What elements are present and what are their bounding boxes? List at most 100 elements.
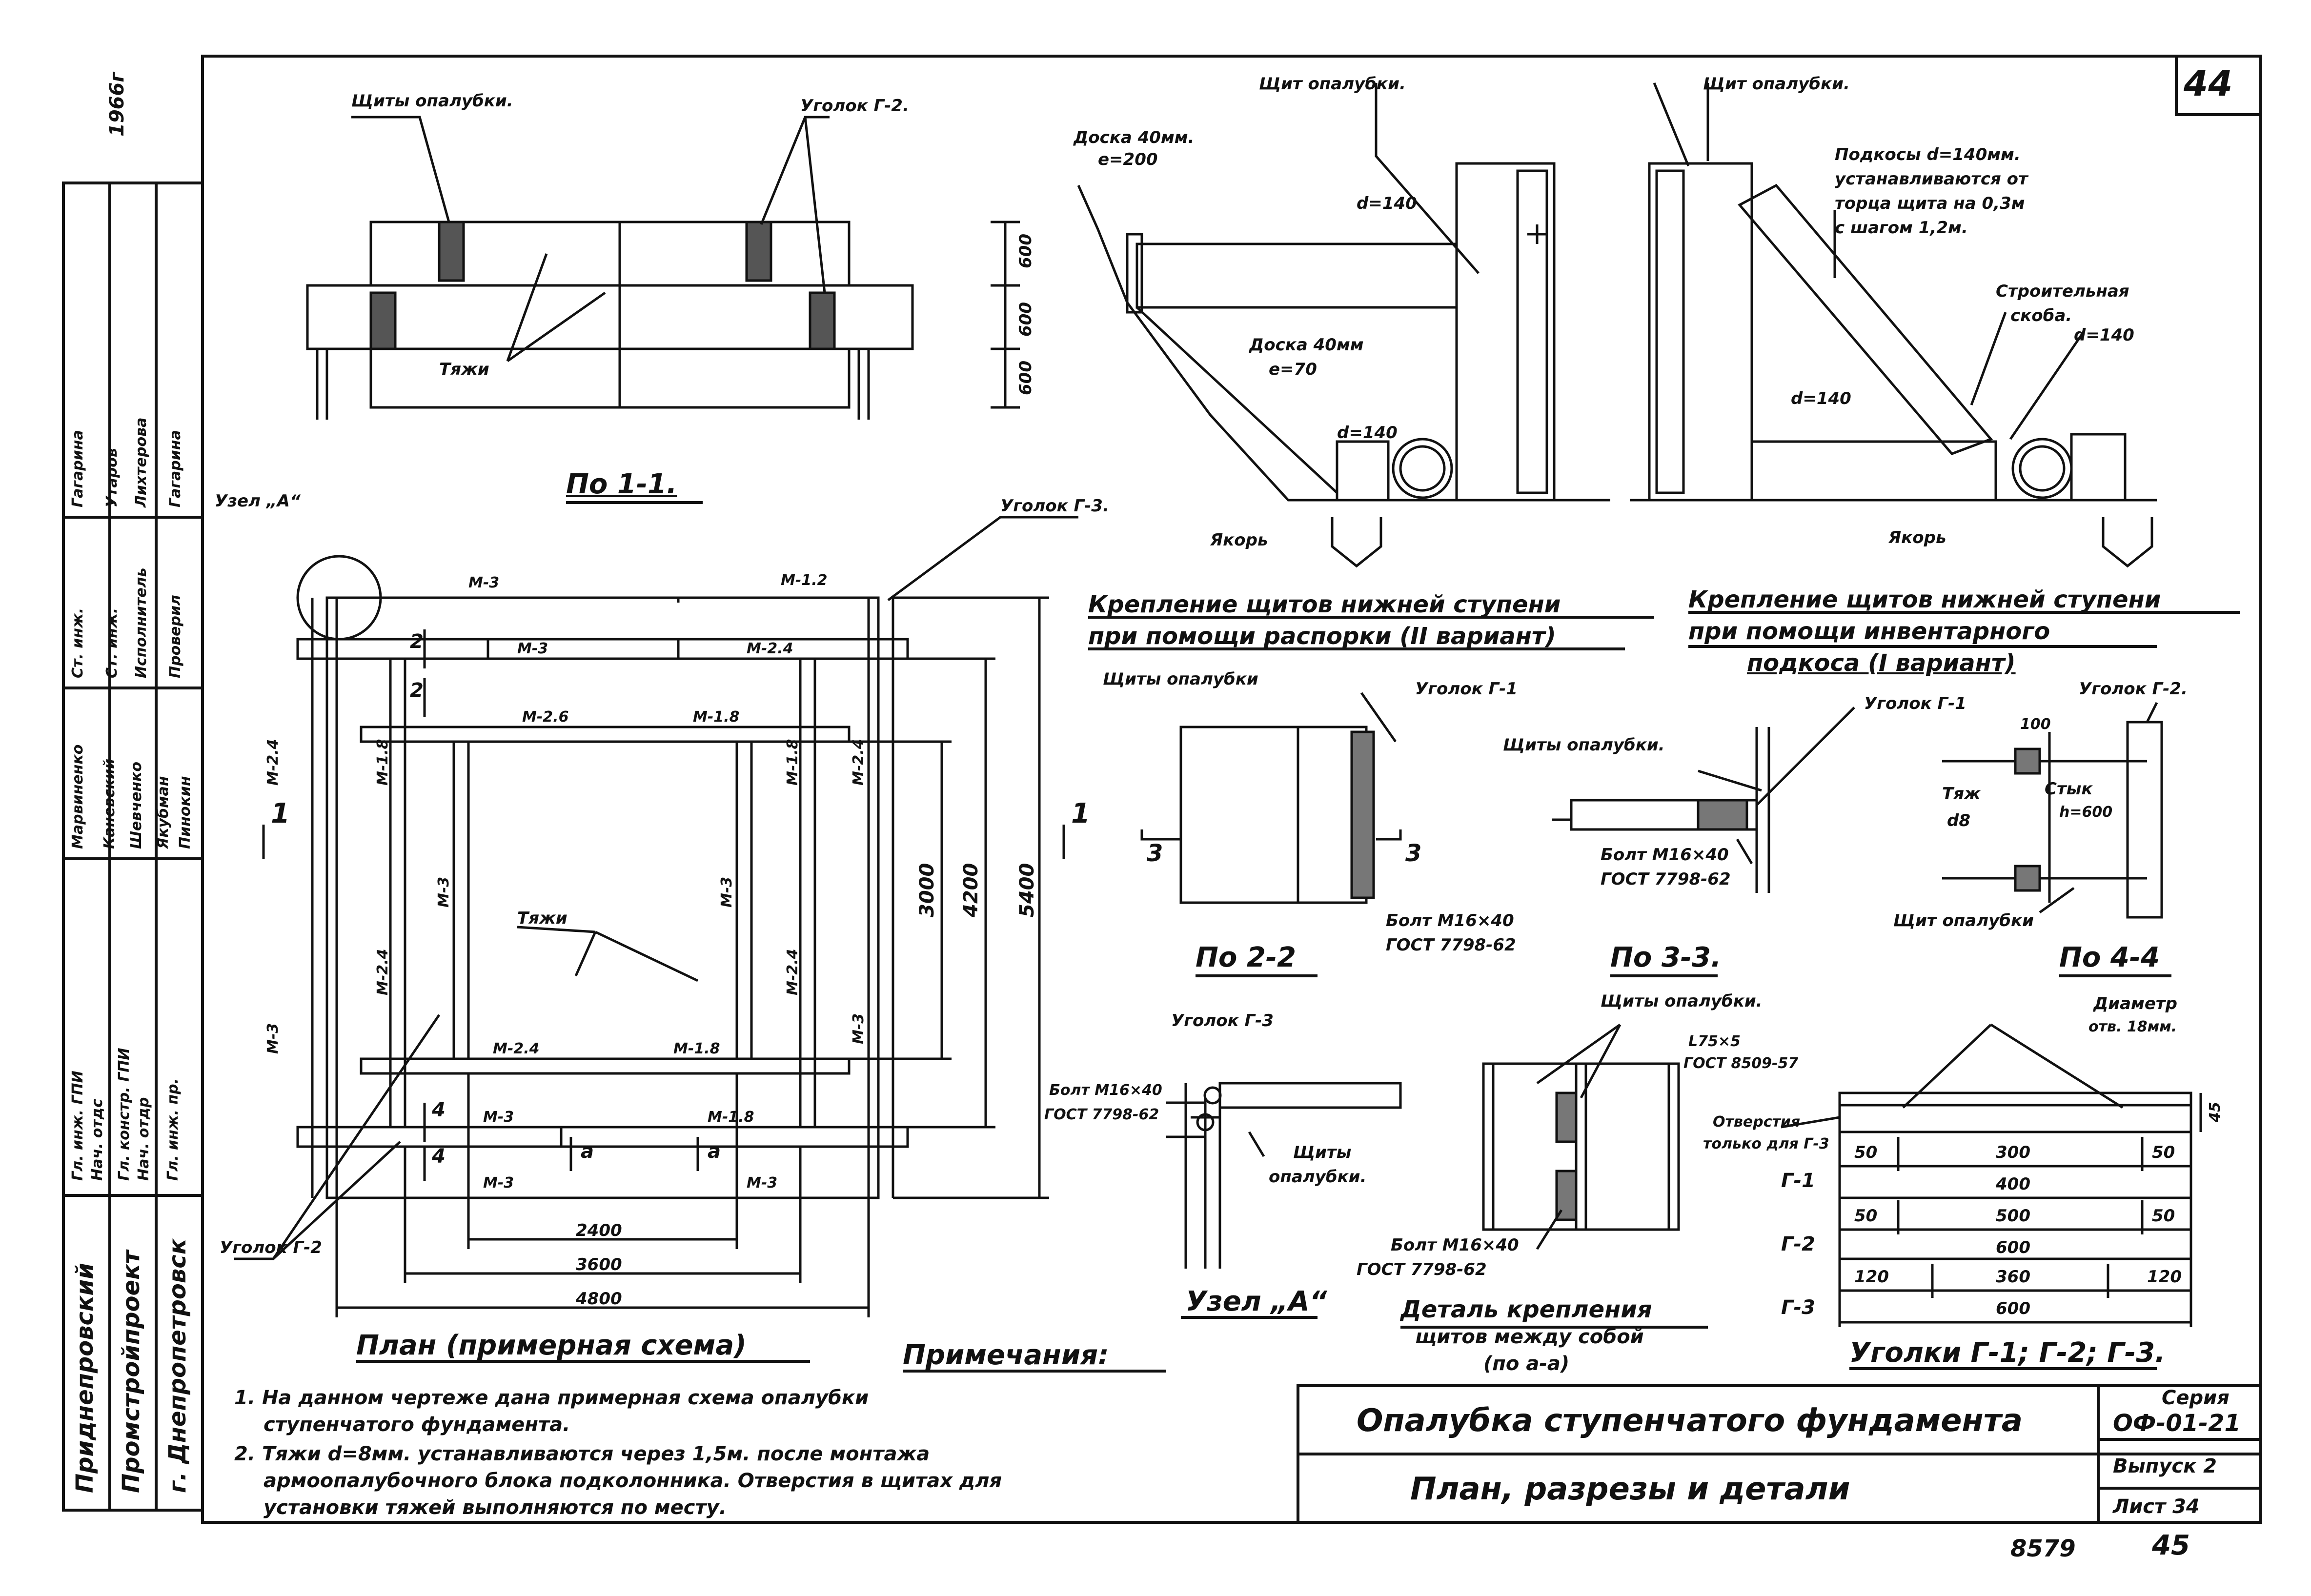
stamp-name: Марвиненко	[69, 744, 86, 849]
brace-shield-label: Щит опалубки.	[1703, 74, 1850, 94]
cut-mark: 4	[432, 1145, 446, 1168]
table-small-dim: 45	[2207, 1102, 2224, 1122]
joint-caption-1: Деталь крепления	[1400, 1296, 1652, 1323]
stamp-org1: Приднепровский	[71, 1263, 99, 1493]
series-label: Серия	[2162, 1387, 2230, 1409]
table-holes2: только для Г-3	[1703, 1135, 1829, 1152]
s44-tie-d: d8	[1947, 811, 1970, 830]
table-holes: Отверстия	[1713, 1113, 1801, 1131]
joint-caption-3: (по а-а)	[1483, 1353, 1570, 1375]
joint-shields: Щиты опалубки.	[1601, 991, 1763, 1011]
stamp-role: Нач. отдр	[135, 1097, 152, 1181]
brace-caption-3: подкоса (I вариант)	[1747, 649, 2016, 677]
table-diameter: Диаметр	[2093, 994, 2177, 1013]
s22-angle: Уголок Г-1	[1415, 679, 1518, 699]
s44-joint: Стык	[2045, 779, 2093, 799]
cut-mark: 4	[432, 1099, 446, 1121]
panel-label: М-2.6	[522, 708, 569, 726]
stamp-name: Гагарина	[69, 430, 86, 507]
plan-node-label: Узел „А“	[215, 491, 301, 511]
table-cell: 120	[1854, 1267, 1889, 1287]
stamp-city: г. Днепропетровск	[164, 1238, 191, 1493]
s44-shield: Щит опалубки	[1893, 911, 2034, 930]
strut-board1b: e=200	[1098, 150, 1158, 169]
date-note: 1966г	[106, 72, 128, 137]
s22-shields: Щиты опалубки	[1103, 669, 1258, 689]
plan-dim-h: 2400	[576, 1221, 622, 1240]
cut-mark: 1	[1071, 798, 1090, 829]
panel-label: М-3	[483, 1174, 514, 1192]
section-4-4	[1942, 703, 2162, 917]
strut-board1: Доска 40мм.	[1074, 128, 1195, 147]
note-line: 2. Тяжи d=8мм. устанавливаются через 1,5…	[234, 1443, 930, 1465]
stamp-name: Якубман	[155, 776, 172, 849]
s33-bolt: Болт М16×40	[1601, 845, 1729, 865]
plan-caption: План (примерная схема)	[356, 1330, 747, 1361]
table-cell: 500	[1996, 1206, 2030, 1226]
bottom-page-number: 45	[2152, 1530, 2190, 1561]
panel-label: М-2.4	[374, 949, 391, 995]
strut-d2: d=140	[1337, 423, 1398, 443]
strut-shield-label: Щит опалубки.	[1259, 74, 1406, 94]
nodea-shields: Щиты	[1293, 1143, 1352, 1162]
s44-angle: Уголок Г-2.	[2079, 679, 2188, 699]
brace-clamp: скоба.	[2010, 306, 2072, 325]
table-cell: 50	[2152, 1206, 2175, 1226]
plan-ties-label: Тяжи	[517, 909, 568, 928]
stamp-name: Гагарина	[167, 430, 184, 507]
stamp-role: Ст. инж.	[103, 607, 121, 678]
stamp-name: Утаров	[103, 448, 121, 507]
panel-label: М-2.4	[784, 949, 801, 995]
s33-caption: По 3-3.	[1610, 942, 1722, 973]
table-diameter2: отв. 18мм.	[2088, 1018, 2177, 1035]
section-3-3	[1552, 707, 1854, 893]
panel-label: М-3	[483, 1109, 514, 1126]
brace-note: с шагом 1,2м.	[1835, 218, 1968, 238]
nodea-shields2: опалубки.	[1269, 1167, 1367, 1187]
s33-shields: Щиты опалубки.	[1503, 735, 1665, 755]
node-a	[1166, 1083, 1400, 1269]
s33-gost: ГОСТ 7798-62	[1601, 869, 1731, 889]
s11-dim: 600	[1016, 234, 1035, 268]
page-number-box	[2176, 56, 2261, 115]
strut-board2: Доска 40мм	[1249, 335, 1364, 355]
panel-label: М-2.4	[493, 1040, 540, 1057]
s11-ties-label: Тяжи	[439, 360, 489, 379]
panel-label: М-3	[747, 1174, 778, 1192]
cut-mark: а	[581, 1140, 594, 1163]
nodea-angle: Уголок Г-3	[1171, 1011, 1274, 1030]
nodea-bolt: Болт М16×40	[1049, 1082, 1162, 1099]
subtitle: План, разрезы и детали	[1410, 1471, 1850, 1507]
nodea-gost: ГОСТ 7798-62	[1044, 1106, 1159, 1123]
brace-note: устанавливаются от	[1835, 169, 2028, 189]
joint-gost2: ГОСТ 7798-62	[1357, 1260, 1487, 1279]
panel-label: М-1.8	[374, 739, 391, 786]
panel-label: М-3	[435, 876, 452, 908]
brace-detail	[1630, 83, 2157, 566]
cut-mark: 1	[271, 798, 290, 829]
panel-label: М-3	[468, 574, 500, 591]
brace-clamp: Строительная	[1996, 282, 2129, 301]
strut-caption-2: при помощи распорки (II вариант)	[1088, 623, 1556, 650]
brace-d2: d=140	[1791, 389, 1851, 408]
joint-caption-2: щитов между собой	[1415, 1326, 1644, 1348]
brace-note: Подкосы d=140мм.	[1835, 145, 2021, 164]
section-1-1	[307, 117, 1020, 420]
plan-dim-v: 3000	[916, 863, 938, 917]
stamp-org2: Промстройпроект	[118, 1250, 145, 1493]
strut-detail	[1078, 83, 1610, 566]
joint-detail	[1483, 1025, 1679, 1249]
panel-label: М-2.4	[264, 739, 282, 786]
s22-cut: 3	[1147, 840, 1163, 867]
panel-label: М-2.4	[850, 739, 867, 786]
stamp-role: Гл. инж. ГПИ	[69, 1071, 86, 1181]
stamp-name: Шевченко	[128, 761, 145, 849]
angles-table	[1781, 1025, 2201, 1327]
strut-d1: d=140	[1357, 194, 1417, 213]
plan-angle-g3: Уголок Г-3.	[1000, 496, 1109, 516]
stamp-role: Гл. констр. ГПИ	[116, 1048, 133, 1181]
joint-bolt: Болт М16×40	[1391, 1235, 1519, 1255]
archive-number: 8579	[2010, 1535, 2076, 1562]
stamp-role: Исполнитель	[133, 567, 150, 678]
